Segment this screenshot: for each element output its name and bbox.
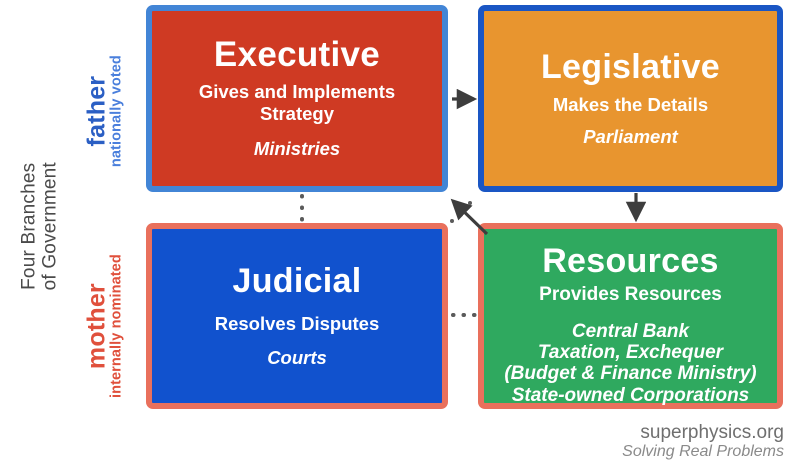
axis-label-father-sub: nationally voted	[108, 55, 125, 168]
node-resources-item: Taxation, Exchequer	[537, 342, 724, 364]
node-judicial-description: Resolves Disputes	[214, 312, 380, 334]
node-executive-items: Ministries	[254, 138, 340, 160]
axis-label-mother: mother internally nominated	[82, 219, 125, 434]
node-resources-items: Central Bank Taxation, Exchequer (Budget…	[504, 321, 756, 406]
footer-branding: superphysics.org Solving Real Problems	[622, 421, 784, 461]
node-executive[interactable]: Executive Gives and Implements Strategy …	[146, 5, 448, 192]
diagram-title: Four Branches of Government	[19, 116, 62, 336]
node-legislative-item: Parliament	[583, 126, 678, 148]
node-executive-title: Executive	[213, 35, 381, 75]
junction-dot	[468, 201, 472, 205]
junction-dot	[450, 219, 454, 223]
diagram-title-line2: of Government	[40, 162, 61, 291]
node-executive-description: Gives and Implements Strategy	[198, 80, 396, 124]
node-judicial-title: Judicial	[232, 262, 362, 301]
node-legislative-title: Legislative	[540, 47, 721, 86]
axis-label-mother-main: mother	[82, 283, 111, 370]
node-executive-item: Ministries	[253, 138, 341, 160]
node-resources-description: Provides Resources	[539, 284, 722, 306]
axis-label-father: father nationally voted	[82, 4, 125, 219]
diagram-title-line1: Four Branches	[18, 162, 40, 290]
node-legislative-description: Makes the Details	[552, 94, 709, 116]
footer-site: superphysics.org	[640, 421, 784, 443]
node-legislative[interactable]: Legislative Makes the Details Parliament	[478, 5, 783, 192]
axis-label-mother-sub: internally nominated	[108, 254, 125, 398]
node-resources[interactable]: Resources Provides Resources Central Ban…	[478, 223, 783, 409]
axis-label-father-main: father	[82, 75, 111, 147]
node-resources-title: Resources	[542, 242, 719, 280]
node-judicial-items: Courts	[267, 347, 327, 369]
node-legislative-items: Parliament	[583, 126, 678, 148]
footer-tagline: Solving Real Problems	[622, 443, 784, 461]
node-resources-item: State-owned Corporations	[511, 384, 750, 406]
node-resources-item: Central Bank	[571, 320, 690, 342]
node-resources-item: (Budget & Finance Ministry)	[504, 363, 757, 385]
node-judicial[interactable]: Judicial Resolves Disputes Courts	[146, 223, 448, 409]
node-judicial-item: Courts	[267, 346, 327, 368]
